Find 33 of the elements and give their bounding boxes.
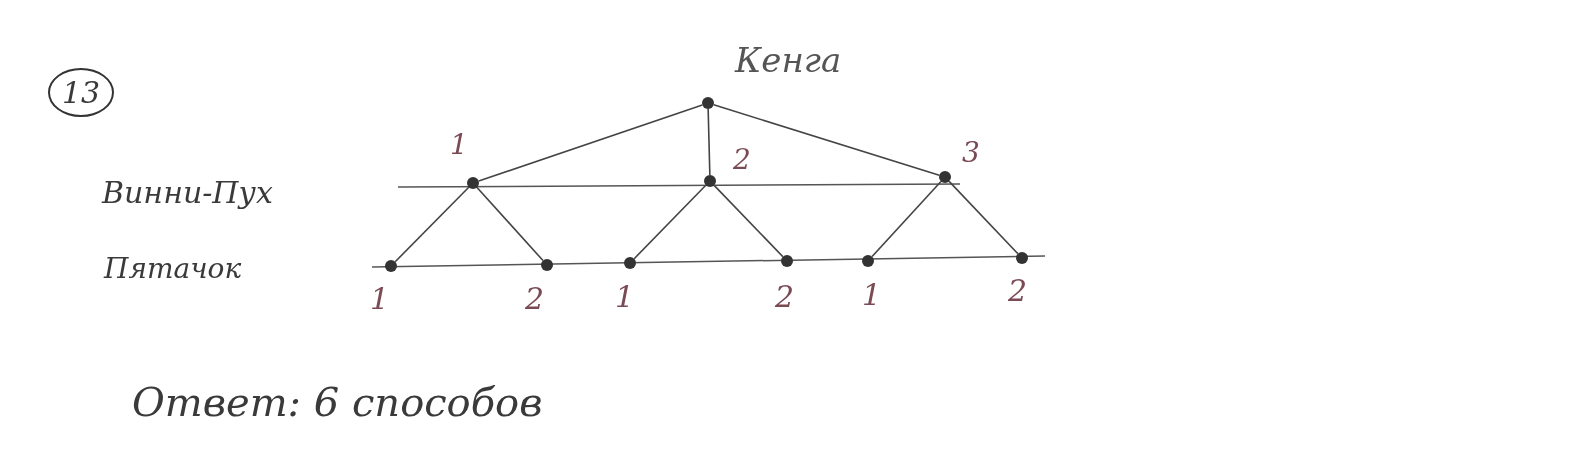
circled-number: 13 (48, 68, 115, 117)
node-label: 1 (615, 280, 635, 313)
node-label: 1 (450, 130, 468, 161)
tree-node-dot (1016, 252, 1028, 264)
tree-node-dot (385, 260, 397, 272)
node-label: 2 (1008, 274, 1028, 307)
tree-edge (713, 184, 784, 258)
tree-edge (948, 180, 1019, 255)
node-label: 2 (775, 280, 795, 313)
tree-node-dot (704, 175, 716, 187)
answer-text: Ответ: 6 способов (132, 380, 543, 424)
tree-node-dot (624, 257, 636, 269)
node-label: 3 (962, 138, 980, 169)
tree-node-dot (541, 259, 553, 271)
tree-edge (871, 180, 942, 258)
tree-edge (633, 184, 707, 260)
tree-edge (712, 104, 941, 176)
tree-node-dot (467, 177, 479, 189)
tree-node-dot (939, 171, 951, 183)
tree-edge (476, 186, 544, 262)
tree-edge (707, 108, 711, 176)
node-label: 1 (862, 278, 882, 311)
level-label: Пятачок (104, 254, 242, 285)
node-label: 1 (370, 282, 390, 315)
tree-edge (394, 186, 470, 263)
node-label: 2 (525, 282, 545, 315)
node-label: Кенга (735, 42, 842, 80)
node-label: 2 (733, 145, 751, 176)
tree-node-dot (862, 255, 874, 267)
level-label: Винни-Пух (102, 176, 273, 209)
tree-edge (477, 104, 704, 182)
tree-node-dot (781, 255, 793, 267)
tree-node-dot (702, 97, 714, 109)
